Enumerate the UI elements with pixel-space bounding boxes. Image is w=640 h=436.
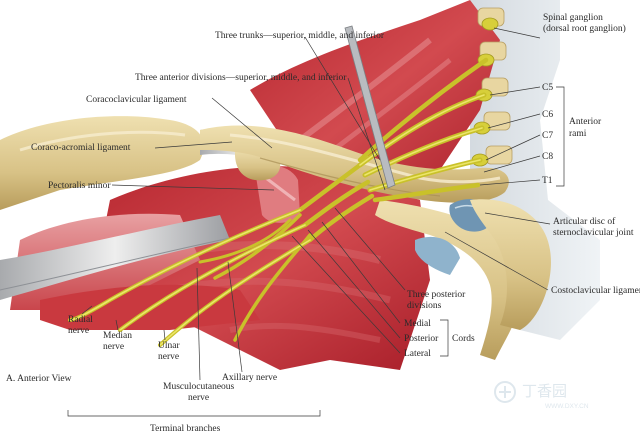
label-c5: C5 [542, 83, 553, 93]
label-lateral-cord: Lateral [404, 349, 431, 359]
label-coracoclavicular-ligament: Coracoclavicular ligament [86, 95, 187, 105]
humerus-tendon [0, 215, 230, 300]
label-terminal-branches: Terminal branches [150, 424, 221, 434]
watermark: 丁香园 WWW.DXY.CN [494, 381, 589, 410]
label-three-anterior-divisions: Three anterior divisions—superior, middl… [135, 72, 347, 83]
watermark-logo-icon [494, 381, 516, 403]
label-anterior-view: A. Anterior View [6, 374, 72, 384]
watermark-brand: 丁香园 [522, 383, 567, 400]
manubrium [470, 199, 551, 330]
label-median-nerve: Median nerve [103, 331, 134, 352]
label-cords: Cords [452, 334, 475, 344]
scalene-fibers [298, 37, 432, 143]
label-three-trunks: Three trunks—superior, middle, and infer… [215, 30, 385, 41]
label-c7: C7 [542, 131, 553, 141]
clavicle [200, 125, 509, 203]
label-ulnar-nerve: Ulnar nerve [158, 341, 182, 362]
label-anterior-rami: Anterior rami [569, 117, 604, 139]
label-axillary-nerve: Axillary nerve [222, 373, 277, 383]
brachial-plexus-nerves [68, 57, 489, 347]
label-c6: C6 [542, 110, 553, 120]
first-rib [375, 200, 524, 360]
label-c8: C8 [542, 152, 553, 162]
label-radial-nerve: Radial nerve [68, 315, 95, 336]
label-coraco-acromial-ligament: Coraco-acromial ligament [31, 143, 131, 153]
label-articular-disc: Articular disc of sternoclavicular joint [553, 216, 634, 238]
retractor-instrument [344, 25, 396, 189]
label-three-posterior-divisions: Three posterior divisions [407, 290, 468, 311]
label-spinal-ganglion: Spinal ganglion (dorsal root ganglion) [543, 13, 626, 34]
label-t1: T1 [542, 176, 553, 186]
costal-cartilage [415, 236, 460, 275]
label-posterior-cord: Posterior [404, 334, 439, 344]
label-costoclavicular-ligament: Costoclavicular ligament [551, 286, 640, 296]
acromion [0, 116, 204, 210]
label-pectoralis-minor: Pectoralis minor [48, 181, 111, 191]
label-medial-cord: Medial [404, 319, 431, 329]
leader-lines [67, 27, 565, 417]
label-musculocutaneous-nerve: Musculocutaneous nerve [163, 382, 237, 403]
watermark-url: WWW.DXY.CN [545, 403, 589, 410]
